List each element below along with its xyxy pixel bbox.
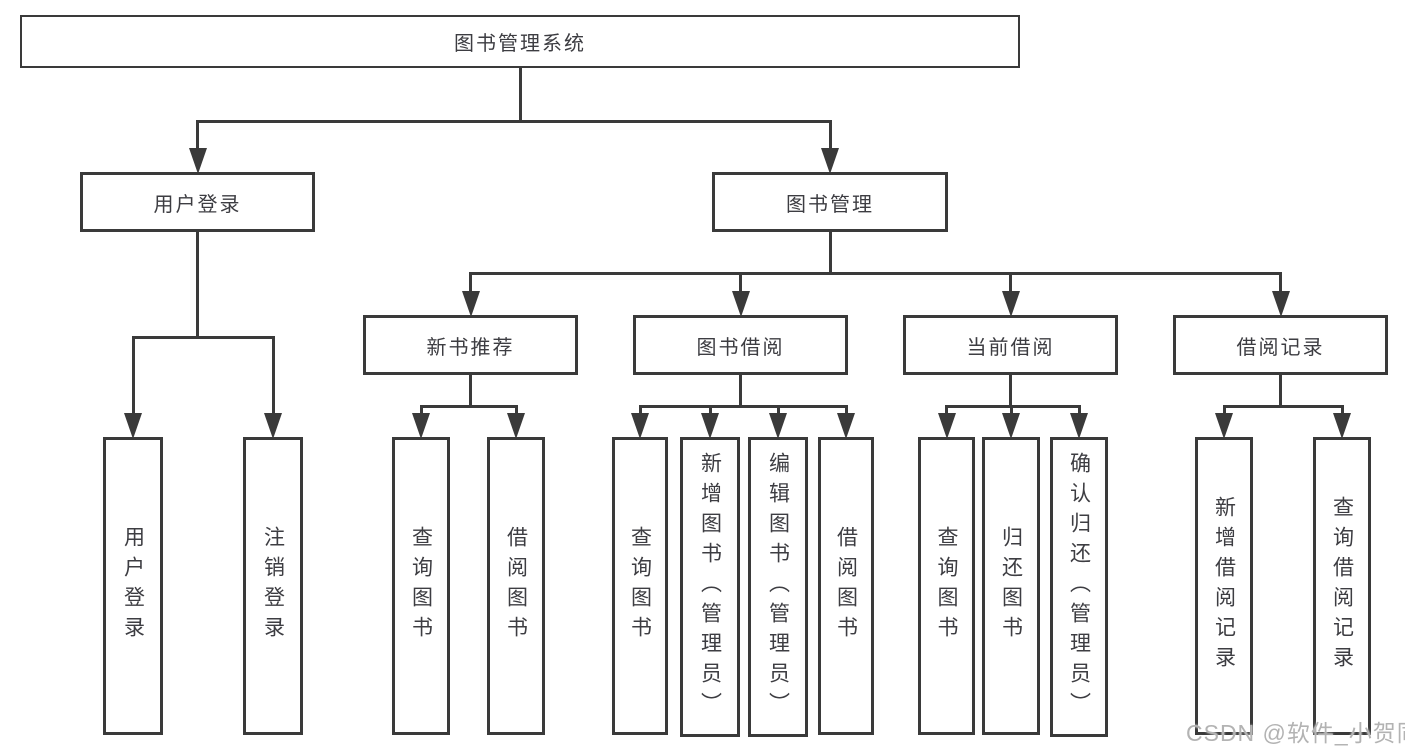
connector-bar xyxy=(131,336,275,339)
connector-arrow-line xyxy=(945,405,948,417)
arrow-down-icon xyxy=(1001,291,1020,317)
leaf-user-login: 用户登录 xyxy=(103,437,163,735)
leaf-borrow-add-books: 新增图书（管理员） xyxy=(680,437,740,737)
connector-arrow-line xyxy=(469,272,472,295)
connector-arrow-line xyxy=(776,405,780,417)
node-label: 查询图书 xyxy=(628,526,652,646)
arrow-down-icon xyxy=(731,291,750,317)
arrow-down-icon xyxy=(701,413,719,439)
arrow-down-icon xyxy=(631,413,649,439)
connector-arrow-line xyxy=(1222,405,1226,417)
arrow-down-icon xyxy=(124,413,142,439)
connector-arrow-line xyxy=(271,336,275,417)
connector-stem xyxy=(828,230,832,274)
node-book-borrow: 图书借阅 xyxy=(633,315,848,375)
node-label: 查询图书 xyxy=(409,526,433,646)
arrow-down-icon xyxy=(188,148,207,174)
connector-stem xyxy=(1009,373,1012,407)
connector-stem xyxy=(519,67,522,122)
connector-arrow-line xyxy=(196,120,199,152)
leaf-logout: 注销登录 xyxy=(243,437,303,735)
node-user-login: 用户登录 xyxy=(80,172,315,232)
leaf-current-return-books: 归还图书 xyxy=(982,437,1040,735)
connector-arrow-line xyxy=(514,405,518,417)
node-label: 借阅图书 xyxy=(834,526,858,646)
node-label: 借阅图书 xyxy=(504,526,528,646)
node-book-management: 图书管理 xyxy=(712,172,948,232)
node-label: 用户登录 xyxy=(153,193,242,216)
arrow-down-icon xyxy=(1271,291,1290,317)
node-borrow-records: 借阅记录 xyxy=(1173,315,1388,375)
node-label: 图书管理系统 xyxy=(454,33,586,55)
connector-arrow-line xyxy=(131,336,135,417)
connector-arrow-line xyxy=(1009,272,1012,295)
arrow-down-icon xyxy=(837,413,855,439)
arrow-down-icon xyxy=(1002,413,1020,439)
connector-arrow-line xyxy=(739,272,742,295)
arrow-down-icon xyxy=(412,413,430,439)
arrow-down-icon xyxy=(264,413,282,439)
leaf-current-confirm-return: 确认归还（管理员） xyxy=(1050,437,1108,737)
arrow-down-icon xyxy=(1070,413,1088,439)
watermark: CSDN @软件_小贺同学 xyxy=(1186,720,1405,746)
connector-stem xyxy=(196,230,199,338)
arrow-down-icon xyxy=(507,413,525,439)
leaf-records-add-record: 新增借阅记录 xyxy=(1195,437,1253,735)
node-label: 新增图书（管理员） xyxy=(698,452,722,722)
node-label: 注销登录 xyxy=(261,526,285,646)
node-label: 确认归还（管理员） xyxy=(1067,452,1091,722)
connector-stem xyxy=(1279,373,1282,407)
node-label: 新增借阅记录 xyxy=(1212,496,1236,676)
node-current-borrow: 当前借阅 xyxy=(903,315,1118,375)
arrow-down-icon xyxy=(1215,413,1233,439)
connector-bar xyxy=(1222,405,1344,408)
connector-arrow-line xyxy=(1009,405,1013,417)
leaf-borrow-edit-books: 编辑图书（管理员） xyxy=(748,437,808,737)
connector-arrow-line xyxy=(419,405,423,417)
leaf-records-query-record: 查询借阅记录 xyxy=(1313,437,1371,735)
node-root: 图书管理系统 xyxy=(20,15,1020,68)
connector-arrow-line xyxy=(1340,405,1344,417)
connector-arrow-line xyxy=(638,405,642,417)
connector-arrow-line xyxy=(1279,272,1282,295)
leaf-newbook-borrow-books: 借阅图书 xyxy=(487,437,545,735)
node-label: 查询图书 xyxy=(935,526,958,646)
node-label: 编辑图书（管理员） xyxy=(766,452,790,722)
arrow-down-icon xyxy=(937,413,956,439)
node-label: 查询借阅记录 xyxy=(1330,496,1354,676)
connector-arrow-line xyxy=(844,405,848,417)
arrow-down-icon xyxy=(769,413,787,439)
connector-stem xyxy=(739,373,742,407)
leaf-current-query-books: 查询图书 xyxy=(918,437,975,735)
connector-bar xyxy=(469,272,1282,275)
arrow-down-icon xyxy=(821,148,839,174)
connector-bar xyxy=(419,405,518,408)
leaf-borrow-query-books: 查询图书 xyxy=(612,437,668,735)
arrow-down-icon xyxy=(1333,413,1351,439)
connector-bar xyxy=(196,120,832,123)
connector-bar xyxy=(638,405,848,408)
leaf-newbook-query-books: 查询图书 xyxy=(392,437,450,735)
node-label: 借阅记录 xyxy=(1236,336,1325,359)
leaf-borrow-borrow-books: 借阅图书 xyxy=(818,437,874,735)
node-label: 新书推荐 xyxy=(426,336,515,359)
node-label: 图书借阅 xyxy=(696,336,785,359)
connector-arrow-line xyxy=(1077,405,1081,417)
connector-stem xyxy=(469,373,472,407)
node-new-book-recommend: 新书推荐 xyxy=(363,315,578,375)
connector-arrow-line xyxy=(828,120,832,152)
node-label: 图书管理 xyxy=(786,193,874,216)
arrow-down-icon xyxy=(461,291,480,317)
connector-bar xyxy=(945,405,1081,408)
node-label: 当前借阅 xyxy=(966,336,1055,359)
node-label: 归还图书 xyxy=(999,526,1023,646)
node-label: 用户登录 xyxy=(121,526,145,646)
connector-arrow-line xyxy=(708,405,712,417)
